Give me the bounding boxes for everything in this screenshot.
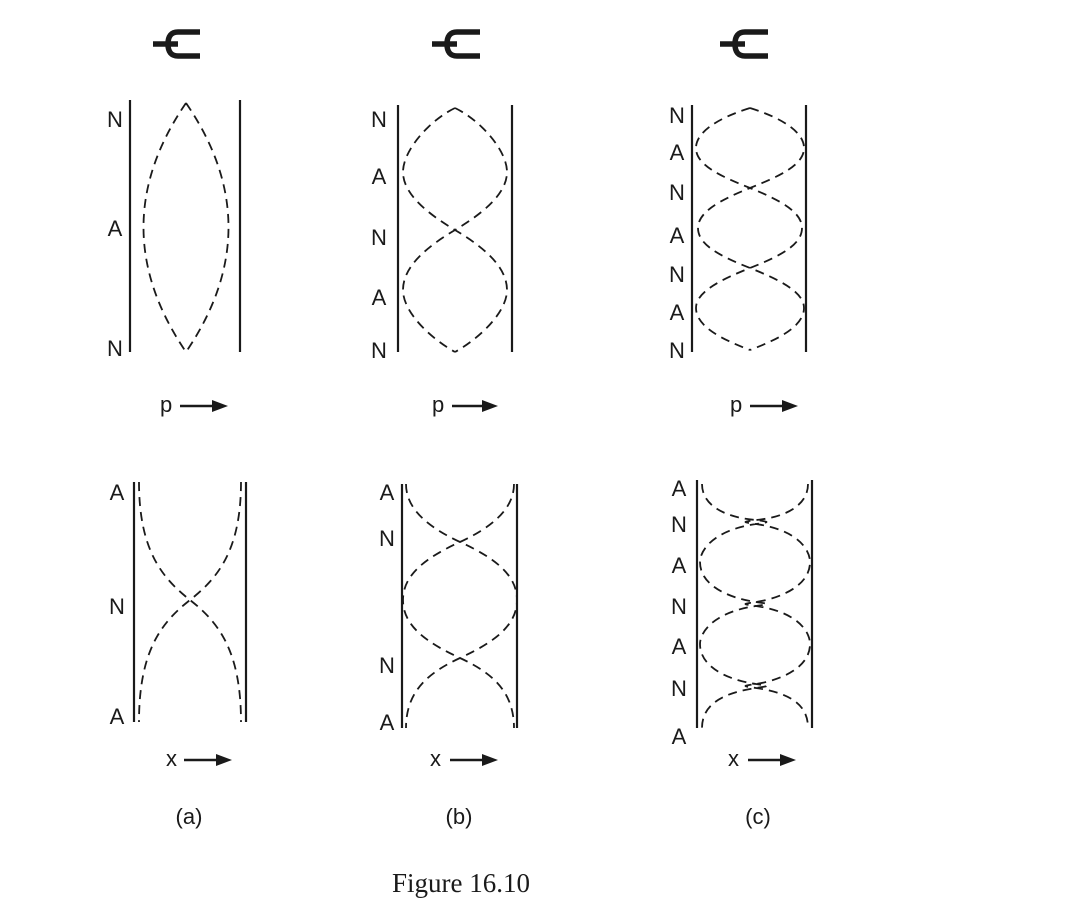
- antinode-label: A: [672, 476, 687, 501]
- antinode-label: A: [380, 710, 395, 735]
- pressure-axis-c: p: [730, 392, 798, 417]
- node-label: N: [669, 338, 685, 363]
- arrow-head-icon: [482, 400, 498, 412]
- arrow-head-icon: [482, 754, 498, 766]
- displacement-diagram-c: A N A N A N A: [671, 476, 814, 749]
- arrow-head-icon: [216, 754, 232, 766]
- node-label: N: [669, 180, 685, 205]
- antinode-label: A: [670, 140, 685, 165]
- pressure-diagram-b: N A N A N: [371, 105, 514, 363]
- antinode-label: A: [110, 480, 125, 505]
- axis-label-x: x: [728, 746, 739, 771]
- node-label: N: [379, 653, 395, 678]
- axis-label-x: x: [166, 746, 177, 771]
- tuning-fork-icon: [720, 29, 768, 59]
- node-label: N: [671, 512, 687, 537]
- antinode-label: A: [670, 300, 685, 325]
- pressure-wave: [402, 107, 508, 353]
- panel-c: N A N A N A N p A N A N A N A x: [669, 29, 814, 829]
- pressure-wave: [695, 107, 805, 351]
- node-label: N: [371, 338, 387, 363]
- panel-caption: (c): [745, 804, 771, 829]
- node-label: N: [671, 676, 687, 701]
- displacement-axis-c: x: [728, 746, 796, 771]
- arrow-head-icon: [782, 400, 798, 412]
- tuning-fork-icon: [153, 29, 200, 59]
- pressure-diagram-a: N A N: [107, 100, 242, 361]
- displacement-axis-a: x: [166, 746, 232, 771]
- antinode-label: A: [670, 223, 685, 248]
- displacement-diagram-b: A N N A: [379, 480, 519, 735]
- displacement-wave: [402, 483, 518, 729]
- node-label: N: [671, 594, 687, 619]
- pressure-diagram-c: N A N A N A N: [669, 103, 808, 363]
- antinode-label: A: [380, 480, 395, 505]
- antinode-label: A: [108, 216, 123, 241]
- panel-caption: (b): [446, 804, 473, 829]
- node-label: N: [371, 107, 387, 132]
- axis-label-p: p: [730, 392, 742, 417]
- antinode-label: A: [672, 724, 687, 749]
- antinode-label: A: [672, 553, 687, 578]
- node-label: N: [107, 336, 123, 361]
- displacement-axis-b: x: [430, 746, 498, 771]
- panel-b: N A N A N p A N N A x (b): [371, 29, 519, 829]
- panel-caption: (a): [176, 804, 203, 829]
- antinode-label: A: [372, 285, 387, 310]
- axis-label-x: x: [430, 746, 441, 771]
- displacement-wave: [699, 483, 811, 729]
- axis-label-p: p: [160, 392, 172, 417]
- node-label: N: [109, 594, 125, 619]
- node-label: N: [379, 526, 395, 551]
- tuning-fork-icon: [432, 29, 480, 59]
- figure-title: Figure 16.10: [392, 868, 530, 898]
- displacement-diagram-a: A N A: [109, 480, 248, 729]
- antinode-label: A: [372, 164, 387, 189]
- arrow-head-icon: [212, 400, 228, 412]
- node-label: N: [371, 225, 387, 250]
- antinode-label: A: [110, 704, 125, 729]
- node-label: N: [669, 103, 685, 128]
- pressure-wave: [142, 102, 230, 353]
- pressure-axis-b: p: [432, 392, 498, 417]
- antinode-label: A: [672, 634, 687, 659]
- displacement-wave: [138, 481, 242, 723]
- arrow-head-icon: [780, 754, 796, 766]
- node-label: N: [669, 262, 685, 287]
- panel-a: N A N p A N A x (a): [107, 29, 248, 829]
- pressure-axis-a: p: [160, 392, 228, 417]
- axis-label-p: p: [432, 392, 444, 417]
- node-label: N: [107, 107, 123, 132]
